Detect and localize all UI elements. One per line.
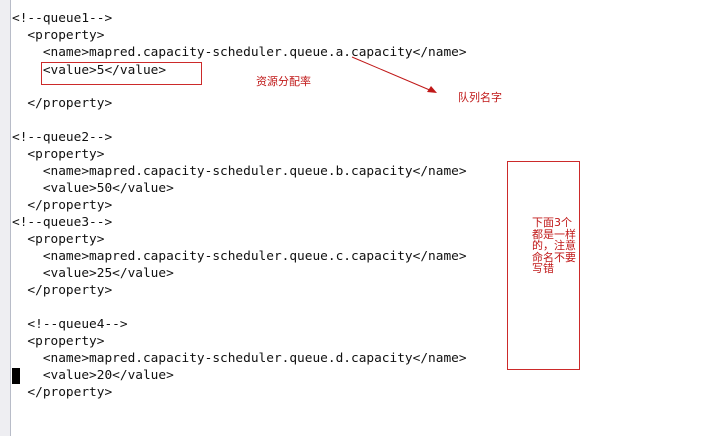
resource-ratio-label: 资源分配率	[256, 75, 311, 88]
code-line: <!--queue1-->	[12, 11, 113, 26]
editor-gutter	[0, 0, 10, 436]
code-line: </property>	[12, 198, 113, 213]
code-line: <!--queue3-->	[12, 215, 113, 230]
code-line: <value>20</value>	[12, 368, 174, 383]
code-line: <property>	[12, 28, 105, 43]
code-line: </property>	[12, 96, 113, 111]
code-line: <name>mapred.capacity-scheduler.queue.c.…	[12, 249, 467, 264]
code-line: <value>25</value>	[12, 266, 174, 281]
code-line: </property>	[12, 385, 113, 400]
text-cursor	[12, 368, 20, 384]
queue-name-label: 队列名字	[458, 91, 502, 104]
value-highlight-box	[41, 62, 202, 85]
code-line: <name>mapred.capacity-scheduler.queue.d.…	[12, 351, 467, 366]
code-line: <value>5</value>	[12, 63, 167, 78]
code-line: <name>mapred.capacity-scheduler.queue.a.…	[12, 45, 467, 60]
code-line: </property>	[12, 283, 113, 298]
note-text: 下面3个都是一样的，注意命名不要写错	[532, 216, 576, 275]
note-highlight-box	[507, 161, 580, 370]
code-line: <property>	[12, 232, 105, 247]
code-line: <!--queue2-->	[12, 130, 113, 145]
code-line: <property>	[12, 147, 105, 162]
code-line: <!--queue4-->	[12, 317, 128, 332]
code-line: <value>50</value>	[12, 181, 174, 196]
gutter-divider	[10, 0, 11, 436]
code-line: <property>	[12, 334, 105, 349]
code-line: <name>mapred.capacity-scheduler.queue.b.…	[12, 164, 467, 179]
